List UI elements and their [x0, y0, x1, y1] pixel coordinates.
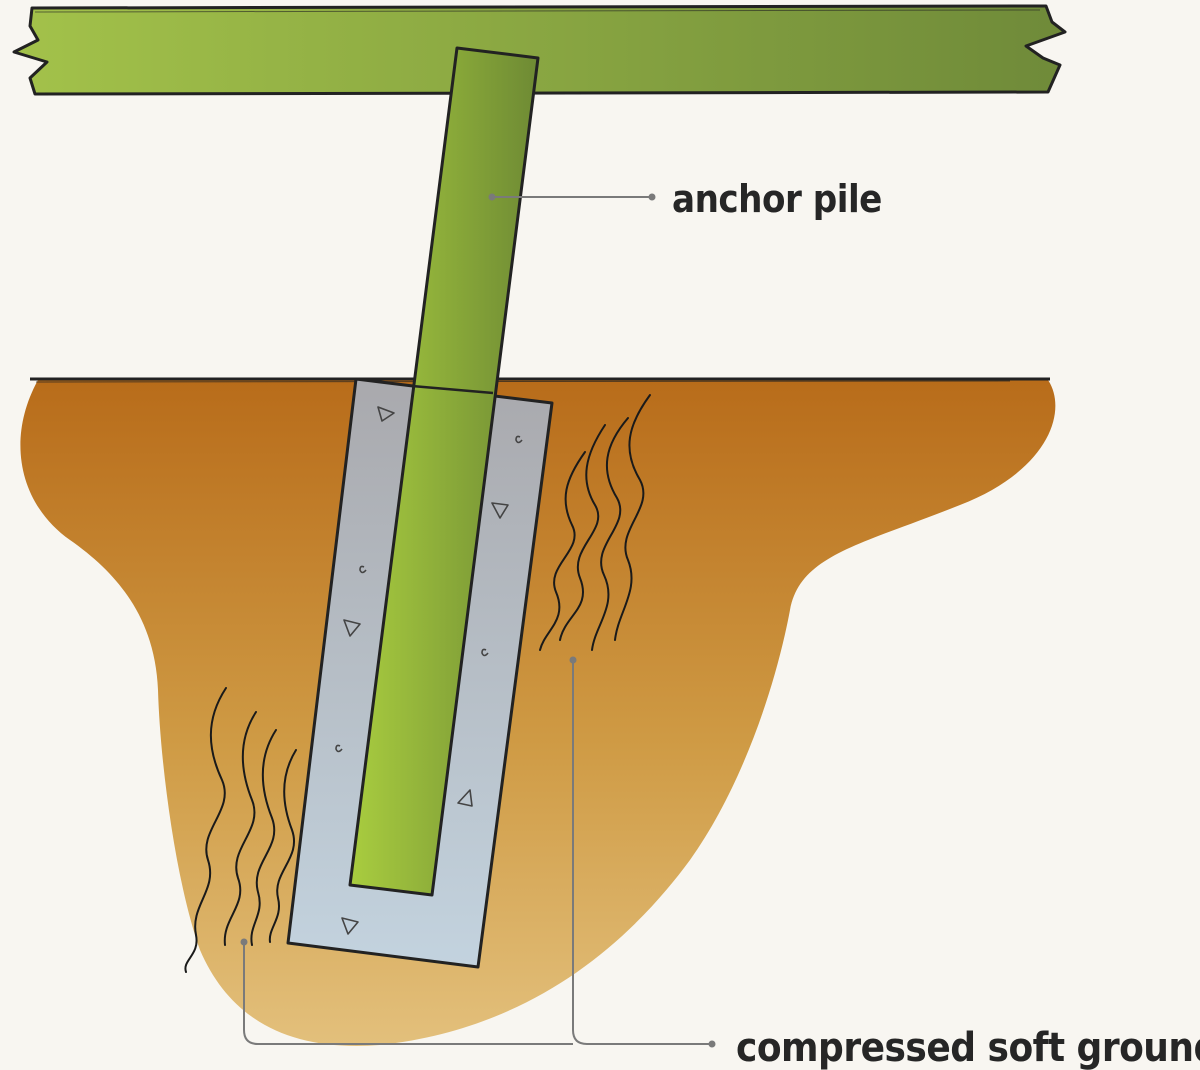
soil-wave [539, 451, 586, 651]
soil-wave [268, 749, 297, 943]
leader-dot [708, 1040, 716, 1048]
horizontal-beam [12, 4, 1067, 96]
aggregate-triangle [491, 502, 509, 519]
aggregate-triangle [377, 406, 395, 422]
aggregate-pebble [481, 648, 489, 657]
compressed-ground-leader [240, 656, 716, 1048]
anchor-pile-label: anchor pile [672, 177, 882, 221]
aggregate-pebble [359, 565, 367, 574]
soil-wave [591, 417, 629, 651]
soil-wave [223, 711, 257, 946]
aggregate-pebble [515, 435, 523, 444]
anchor-pile-leader [488, 193, 656, 201]
leader-line [243, 942, 573, 1045]
leader-dot [648, 193, 656, 201]
soil-wave [184, 687, 227, 973]
concrete-aggregate [335, 406, 523, 935]
aggregate-pebble [335, 744, 343, 753]
beam-sketch-line [34, 9, 1041, 13]
aggregate-triangle [341, 917, 359, 935]
soil-wave [250, 729, 277, 946]
aggregate-triangle [343, 619, 361, 637]
soil-wave [614, 394, 651, 641]
anchor-pile [348, 46, 540, 897]
leader-line [572, 660, 712, 1045]
pile-ground-line [411, 384, 494, 395]
aggregate-triangle [457, 789, 473, 807]
compressed-soil-lines-right [539, 394, 651, 651]
ground-surface-line-sketch [35, 380, 1011, 383]
compressed-soft-ground-label: compressed soft ground [736, 1025, 1200, 1070]
soil-wave [559, 424, 606, 641]
compressed-soil-lines-left [184, 687, 297, 973]
